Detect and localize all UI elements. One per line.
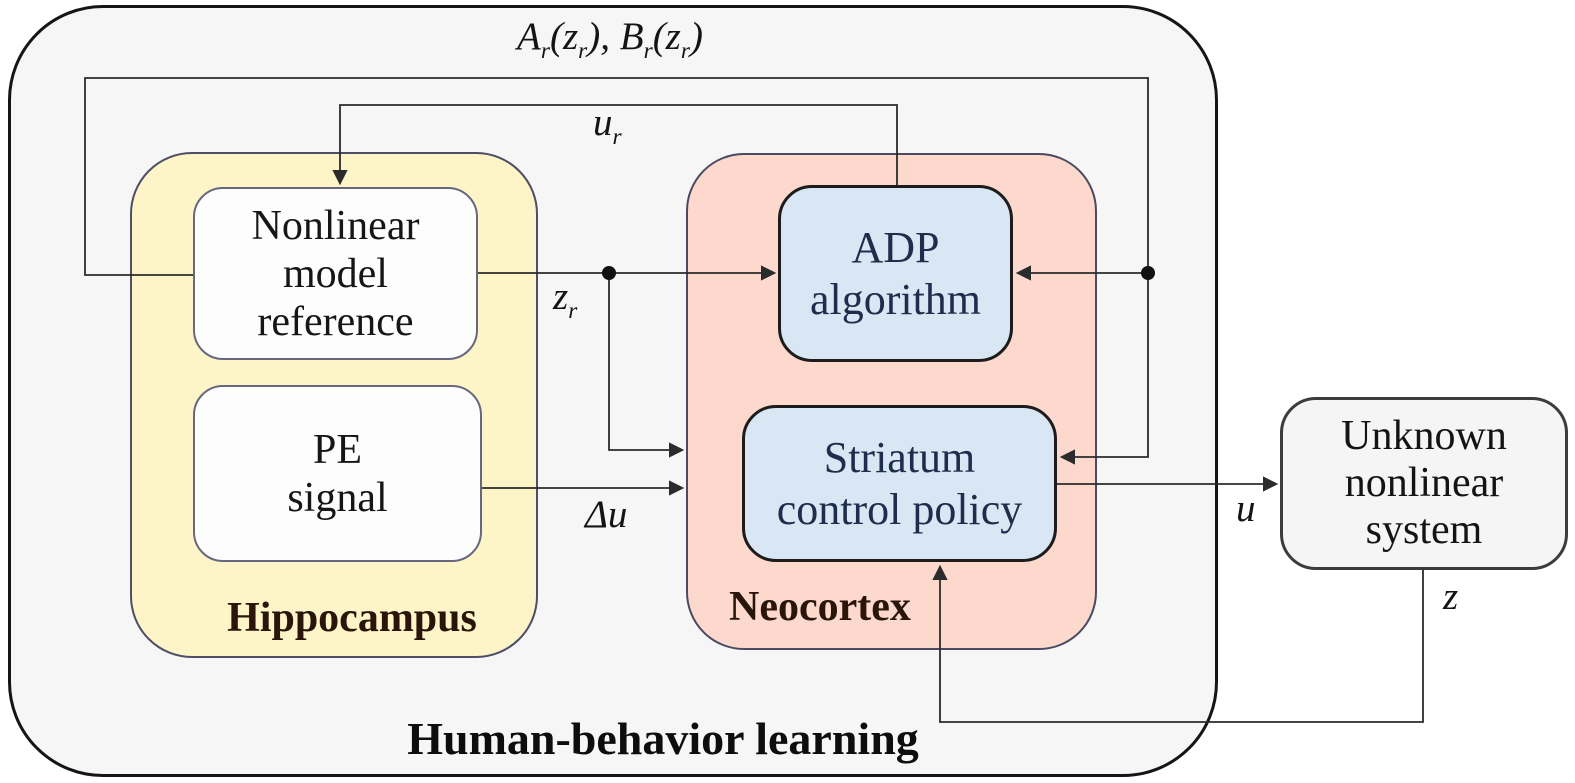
- striatum-control-policy-box: Striatum control policy: [742, 405, 1057, 562]
- label-delta-u: Δu: [585, 493, 628, 536]
- label-ur: ur: [593, 100, 622, 151]
- plant-line3: system: [1365, 507, 1483, 553]
- ab-a-sub: r: [540, 37, 550, 64]
- ur-sub: r: [612, 123, 622, 150]
- zr-sub: r: [568, 297, 578, 324]
- ab-b: B: [619, 15, 644, 58]
- unknown-nonlinear-system-box: Unknown nonlinear system: [1280, 397, 1568, 570]
- model-reference-line1: Nonlinear: [251, 202, 420, 249]
- striatum-line2: control policy: [776, 484, 1023, 534]
- zr-base: z: [553, 275, 569, 318]
- ur-base: u: [593, 101, 613, 144]
- pe-signal-box: PE signal: [193, 385, 482, 562]
- ab-b-arg: (z: [652, 15, 681, 58]
- pe-signal-line1: PE: [312, 426, 362, 473]
- ab-b-argsub: r: [680, 37, 690, 64]
- adp-algorithm-box: ADP algorithm: [778, 185, 1013, 362]
- label-ab-matrices: Ar(zr), Br(zr): [440, 14, 780, 65]
- ab-a-close: ),: [587, 15, 620, 58]
- striatum-line1: Striatum: [823, 432, 976, 482]
- ab-a: A: [517, 15, 541, 58]
- nonlinear-model-reference-box: Nonlinear model reference: [193, 187, 478, 360]
- label-z: z: [1443, 575, 1459, 618]
- pe-signal-line2: signal: [287, 474, 388, 521]
- ab-a-arg: (z: [549, 15, 579, 58]
- human-behavior-learning-label: Human-behavior learning: [407, 713, 919, 764]
- model-reference-line3: reference: [257, 298, 414, 345]
- adp-line2: algorithm: [809, 274, 982, 324]
- label-zr: zr: [553, 274, 577, 325]
- plant-line2: nonlinear: [1344, 460, 1504, 506]
- neocortex-label: Neocortex: [729, 584, 911, 630]
- ab-a-argsub: r: [578, 37, 588, 64]
- ab-b-sub: r: [643, 37, 653, 64]
- plant-line1: Unknown: [1341, 413, 1507, 459]
- ab-b-close: ): [689, 15, 703, 58]
- adp-line1: ADP: [851, 222, 940, 272]
- hippocampus-label: Hippocampus: [227, 595, 477, 641]
- model-reference-line2: model: [283, 250, 388, 297]
- label-u: u: [1236, 487, 1256, 530]
